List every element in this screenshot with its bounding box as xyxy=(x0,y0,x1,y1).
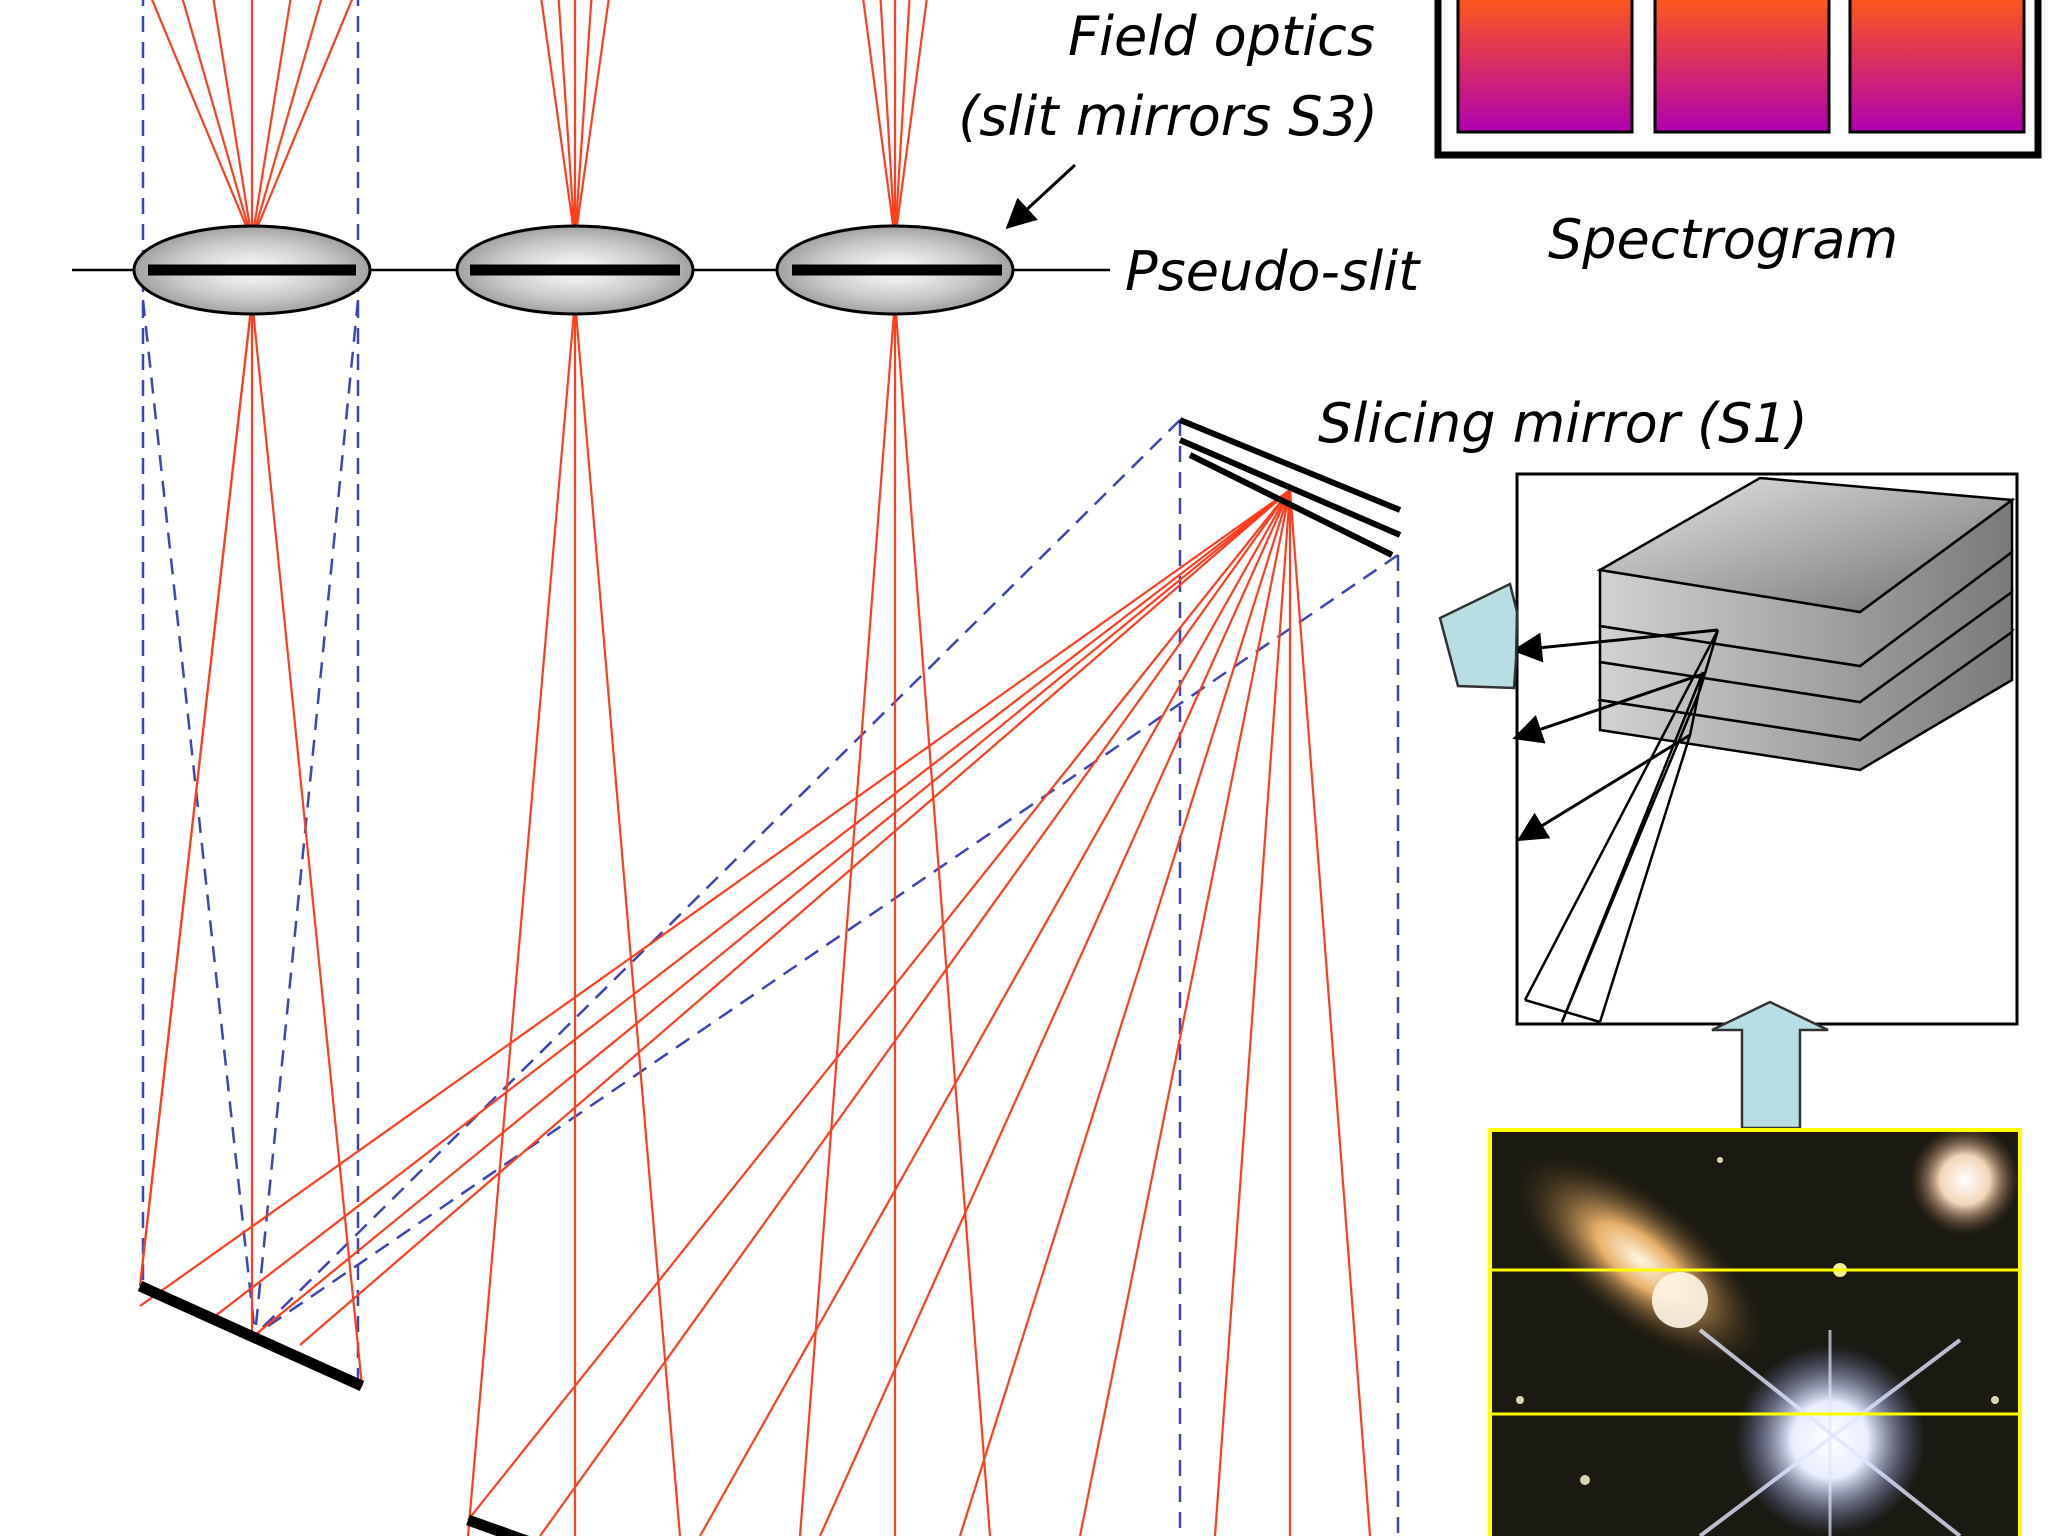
ray-segment xyxy=(212,0,254,241)
ray-segment xyxy=(250,0,292,241)
ray-segment xyxy=(958,489,1292,1536)
field-of-view-frame xyxy=(1488,1128,2022,1536)
pupil-mirror-1 xyxy=(137,1280,365,1392)
ray-segment xyxy=(466,299,577,1536)
ray-segment xyxy=(139,489,1291,1307)
ray-segment xyxy=(1078,489,1292,1536)
ray-segment xyxy=(879,0,897,241)
beam-envelope-lines xyxy=(141,0,1400,1536)
slit-mirrors-label: (slit mirrors S3) xyxy=(958,85,1378,148)
mirror-stack-icon xyxy=(1596,476,2016,772)
pseudo-slit-label: Pseudo-slit xyxy=(1125,240,1421,303)
field-optics-label: Field optics xyxy=(1068,5,1375,68)
envelope-segment xyxy=(254,419,1181,1336)
ray-segment xyxy=(254,489,1291,1336)
ray-segment xyxy=(299,489,1291,1346)
ray-segment xyxy=(818,489,1292,1536)
ray-segment xyxy=(250,299,364,1387)
spectrum-strip-3 xyxy=(1848,0,2026,134)
block-arrow-icon xyxy=(1711,1000,1829,1130)
ray-segment xyxy=(573,0,610,241)
slit-mirror-3 xyxy=(775,224,1015,316)
ray-segment xyxy=(250,0,323,241)
spectrogram-panel xyxy=(1434,0,2042,159)
field-optics-pointer-arrow xyxy=(1005,163,1077,230)
block-arrow-icon xyxy=(1438,582,1519,690)
reflected-beam-arrow-1 xyxy=(1512,628,1719,663)
slit-mirror-2 xyxy=(455,224,695,316)
ray-segment xyxy=(893,0,911,241)
ray-segment xyxy=(573,299,682,1536)
ray-segment xyxy=(540,0,577,241)
spectrogram-label: Spectrogram xyxy=(1548,208,1898,271)
ray-segment xyxy=(798,299,897,1536)
slicing-mirror-label: Slicing mirror (S1) xyxy=(1318,392,1808,455)
ray-segment xyxy=(250,0,354,241)
envelope-segment xyxy=(141,299,257,1336)
slicing-mirror-facets xyxy=(1178,417,1402,558)
envelope-segment xyxy=(254,553,1399,1337)
spectrum-strip-1 xyxy=(1456,0,1634,134)
ray-segment xyxy=(150,0,254,241)
ray-segment xyxy=(699,489,1291,1536)
galaxy-image-icon xyxy=(1488,1130,2020,1536)
ray-segment xyxy=(862,0,897,241)
ray-segment xyxy=(539,489,1291,1536)
ray-segment xyxy=(209,489,1291,1321)
ray-segment xyxy=(181,0,254,241)
reflected-beam-arrow-3 xyxy=(1516,733,1691,842)
ray-segment xyxy=(467,489,1291,1521)
ray-segment xyxy=(138,299,254,1287)
ray-segment xyxy=(1213,489,1292,1536)
slicer-inset-panel xyxy=(1512,472,2019,1026)
ray-segment xyxy=(893,299,992,1536)
spectrum-strip-2 xyxy=(1653,0,1831,134)
pupil-mirror-2 xyxy=(466,1514,530,1536)
light-rays xyxy=(138,0,1372,1536)
slit-mirror-1 xyxy=(132,224,372,316)
reflected-beam-arrow-2 xyxy=(1512,672,1704,744)
envelope-segment xyxy=(253,299,360,1336)
ray-segment xyxy=(1288,489,1372,1536)
ray-segment xyxy=(573,0,593,241)
ray-segment xyxy=(557,0,577,241)
ray-segment xyxy=(893,0,928,241)
